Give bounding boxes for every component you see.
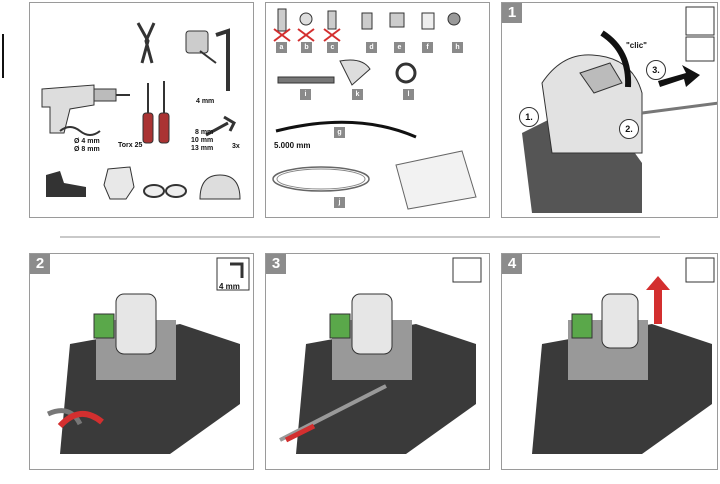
hand-icon <box>452 257 482 283</box>
parts-panel: a b c d e f h i k l g j 5.000 mm <box>265 2 490 218</box>
drill-bit-size-1: Ø 4 mm <box>74 138 100 145</box>
step-3-badge: 3 <box>266 254 286 274</box>
bracket-icon <box>339 59 371 86</box>
clip-icon <box>395 62 417 84</box>
cable-length: 5.000 mm <box>274 141 311 150</box>
drill-icon <box>41 84 130 134</box>
step-2-panel: 2 4 mm <box>29 253 254 470</box>
hand-icon <box>685 36 715 62</box>
wrench-size-2: 10 mm <box>191 137 214 144</box>
callout-3: 3. <box>646 60 666 80</box>
part-tag-c: c <box>327 42 338 53</box>
hand-icon <box>685 257 715 283</box>
wire-coil-icon <box>272 166 370 192</box>
safety-glasses-icon <box>143 184 187 198</box>
step-2-badge: 2 <box>30 254 50 274</box>
step-4-badge: 4 <box>502 254 522 274</box>
threaded-rod-icon <box>277 76 335 84</box>
push-arrow-icon <box>658 65 700 87</box>
callout-1: 1. <box>519 107 539 127</box>
wrench-quantity: 3x <box>232 143 240 150</box>
step-3-panel: 3 <box>265 253 490 470</box>
part-tag-b: b <box>301 42 312 53</box>
tools-panel: Ø 4 mm Ø 8 mm 4 mm Torx 25 8 mm 10 mm 13… <box>29 2 254 218</box>
step-4-illustration <box>532 257 715 454</box>
step-1-badge: 1 <box>502 3 522 23</box>
part-tag-l: l <box>403 89 414 100</box>
tape-measure-icon <box>185 30 217 64</box>
step-4-panel: 4 <box>501 253 718 470</box>
gloves-icon <box>103 166 135 200</box>
step-1-illustration <box>522 6 717 213</box>
part-tag-h: h <box>452 42 463 53</box>
screwdriver-size: Torx 25 <box>118 142 143 149</box>
part-tag-k: k <box>352 89 363 100</box>
hex-key-size: 4 mm <box>196 98 215 105</box>
part-tag-d: d <box>366 42 377 53</box>
screwdriver-icon <box>142 81 170 144</box>
helmet-icon <box>199 174 241 200</box>
step-3-illustration <box>279 257 482 454</box>
hardware-icons <box>277 8 461 32</box>
step-2-illustration <box>46 257 250 454</box>
label-sheet-icon <box>395 150 477 210</box>
wrench-icon <box>205 115 236 137</box>
pliers-icon <box>136 22 156 64</box>
parts-illustrations <box>272 8 477 210</box>
part-tag-i: i <box>300 89 311 100</box>
part-tag-a: a <box>276 42 287 53</box>
pull-arrow-icon <box>284 423 316 443</box>
unplug-icon <box>685 6 715 36</box>
tools-illustrations <box>41 22 241 200</box>
clic-label: "clic" <box>626 41 647 50</box>
rotate-arrow-icon <box>57 411 104 429</box>
callout-2: 2. <box>619 119 639 139</box>
hex-key-size-step-2: 4 mm <box>219 282 240 291</box>
section-divider <box>60 236 660 238</box>
drill-bit-size-2: Ø 8 mm <box>74 146 100 153</box>
margin-rule <box>2 34 4 78</box>
lift-arrow-icon <box>646 276 670 324</box>
drill-bit-icon <box>59 126 101 136</box>
crossed-out-icons <box>273 28 341 42</box>
part-tag-e: e <box>394 42 405 53</box>
wrench-size-3: 13 mm <box>191 145 214 152</box>
part-tag-f: f <box>422 42 433 53</box>
part-tag-g: g <box>334 127 345 138</box>
wrench-size-1: 8 mm <box>195 129 214 136</box>
cable-icon <box>275 120 417 139</box>
hex-key-icon <box>215 28 230 91</box>
step-1-panel: 1 "clic" 1. 2. 3. <box>501 2 718 218</box>
safety-boots-icon <box>46 171 86 197</box>
part-tag-j: j <box>334 197 345 208</box>
